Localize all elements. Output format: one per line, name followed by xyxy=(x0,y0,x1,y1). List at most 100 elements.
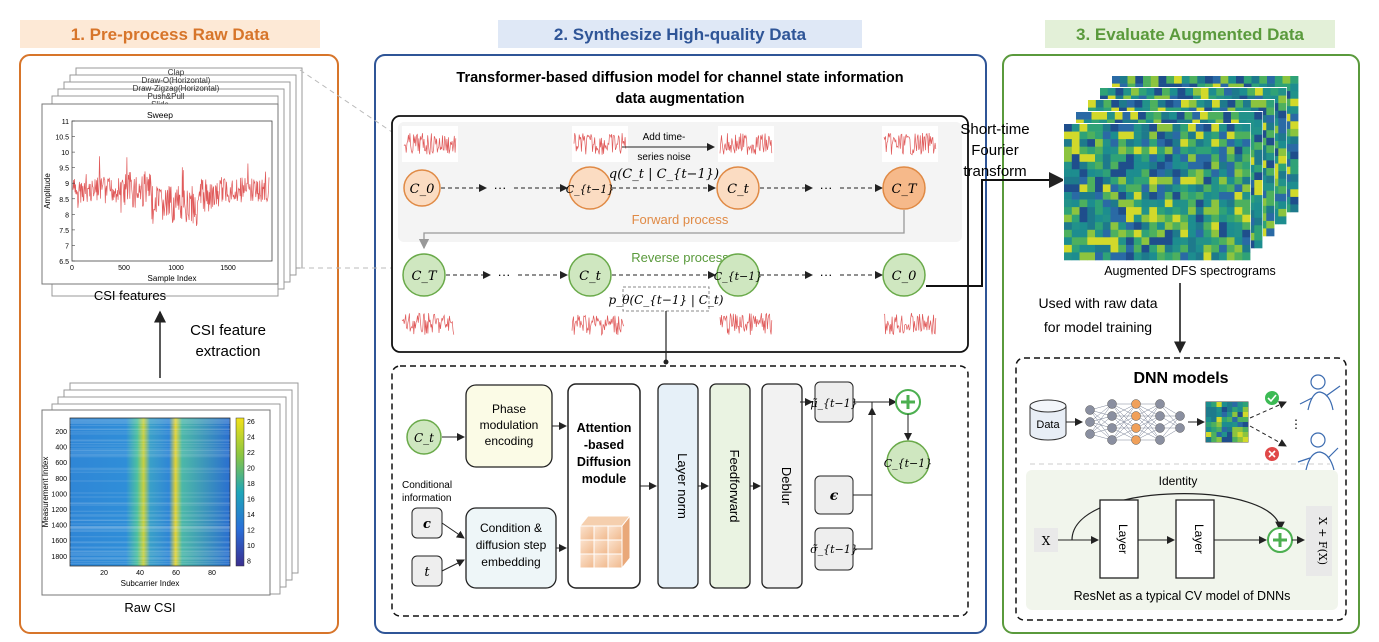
person-gesture-icon-2 xyxy=(1297,432,1339,471)
svg-text:C_t: C_t xyxy=(579,269,601,284)
extraction-label-line1: CSI feature xyxy=(190,322,266,339)
panel3-frame xyxy=(1002,54,1360,634)
svg-text:Deblur: Deblur xyxy=(779,467,794,506)
svg-text:Phase: Phase xyxy=(492,402,526,416)
forward-node-ct xyxy=(716,166,760,210)
network-detail-box xyxy=(391,365,969,617)
skip-connection xyxy=(1071,493,1285,541)
add-noise-label-line2: series noise xyxy=(637,152,691,163)
stft-label-line2: Fourier xyxy=(971,142,1019,159)
heatmap-ytick-label: 600 xyxy=(55,460,67,467)
svg-text:···: ··· xyxy=(820,180,833,195)
forward-node-ct-minus-1 xyxy=(568,166,612,210)
svg-text:Layer: Layer xyxy=(1192,524,1206,554)
svg-text:C_T: C_T xyxy=(891,182,917,197)
heatmap-ytick-label: 1400 xyxy=(51,523,67,530)
svg-text:encoding: encoding xyxy=(485,434,534,448)
signal-xtick-label: 1000 xyxy=(168,265,184,272)
resnet-output xyxy=(1306,506,1332,576)
heatmap-ytick-label: 800 xyxy=(55,476,67,483)
svg-text:diffusion step: diffusion step xyxy=(476,538,547,552)
section2-title-bg xyxy=(498,20,862,48)
signal-xtick-label: 500 xyxy=(118,265,130,272)
colorbar-tick-label: 24 xyxy=(247,435,255,442)
stack-label-draw-zigzag: Draw-Zigzag(Horizontal) xyxy=(133,84,220,93)
svg-text:modulation: modulation xyxy=(480,418,539,432)
svg-text:Layer: Layer xyxy=(1116,524,1130,554)
reverse-node-ct xyxy=(568,253,612,297)
csi-features-caption: CSI features xyxy=(94,288,167,303)
network-output-ct-minus-1 xyxy=(886,440,930,484)
svg-text:···: ··· xyxy=(820,267,833,282)
check-icon xyxy=(1265,391,1279,405)
reverse-node-ct-minus-1 xyxy=(716,253,760,297)
heatmap-xtick-label: 80 xyxy=(208,570,216,577)
forward-process-area xyxy=(398,122,962,242)
training-note-line1: Used with raw data xyxy=(1038,295,1157,311)
resnet-layer-2 xyxy=(1175,499,1215,579)
svg-text:embedding: embedding xyxy=(481,555,540,569)
svg-text:Attention: Attention xyxy=(577,421,632,435)
identity-label: Identity xyxy=(1159,474,1198,488)
signal-plot-title: Sweep xyxy=(147,110,173,120)
signal-line xyxy=(72,156,270,226)
signal-ytick-label: 8.5 xyxy=(59,197,69,204)
heatmap-xticks: 20 40 60 80 xyxy=(100,570,216,577)
raw-csi-caption: Raw CSI xyxy=(124,600,175,615)
stft-arrow xyxy=(926,172,1065,287)
svg-text:c: c xyxy=(423,517,431,532)
forward-node-c0 xyxy=(403,169,441,207)
panel2-title-line1: Transformer-based diffusion model for ch… xyxy=(456,70,903,86)
signal-ytick-label: 7 xyxy=(65,243,69,250)
colorbar-tick-label: 8 xyxy=(247,559,251,566)
forward-to-reverse-connector xyxy=(418,210,905,250)
data-label: Data xyxy=(1036,419,1060,431)
database-icon xyxy=(1029,399,1067,441)
heatmap-ytick-label: 400 xyxy=(55,445,67,452)
svg-text:ϵ: ϵ xyxy=(830,488,839,504)
signal-xlabel: Sample Index xyxy=(148,274,197,283)
add-noise-label-line1: Add time- xyxy=(643,132,686,143)
section2-title: 2. Synthesize High-quality Data xyxy=(554,25,807,44)
reverse-node-cT xyxy=(402,253,446,297)
svg-text:Condition &: Condition & xyxy=(480,521,542,535)
heatmap-xlabel: Subcarrier Index xyxy=(121,579,180,588)
heatmap-ytick-label: 200 xyxy=(55,429,67,436)
dfs-spectrogram xyxy=(1063,123,1251,261)
signal-ytick-label: 9.5 xyxy=(59,166,69,173)
svg-text:μ̃_{t−1}: μ̃_{t−1} xyxy=(810,397,857,410)
forward-process-label: Forward process xyxy=(632,212,729,227)
dnn-models-box xyxy=(1015,357,1347,621)
svg-text:C_0: C_0 xyxy=(892,269,917,284)
heatmap-xtick-label: 20 xyxy=(100,570,108,577)
svg-text:t: t xyxy=(424,565,430,580)
noisy-signal-thumbnail xyxy=(570,306,626,342)
panel2-frame xyxy=(374,54,987,634)
deblur-block xyxy=(761,383,803,589)
colorbar-tick-label: 26 xyxy=(247,419,255,426)
colorbar-tick-label: 14 xyxy=(247,512,255,519)
extraction-label-line2: extraction xyxy=(195,343,260,360)
conditional-info-label-line1: Conditional xyxy=(402,480,452,491)
svg-text:X: X xyxy=(1042,534,1051,548)
ellipsis: ··· xyxy=(494,180,507,195)
dnn-title: DNN models xyxy=(1133,370,1228,387)
heatmap-ylabel: Measurement Index xyxy=(41,457,50,528)
forward-chain: C_0 ··· C_{t−1} C_t ··· C_T xyxy=(403,166,926,210)
panel1-frame xyxy=(19,54,339,634)
heatmap-xtick-label: 60 xyxy=(172,570,180,577)
svg-text:C_{t−1}: C_{t−1} xyxy=(884,457,933,470)
noise-combine-connector xyxy=(853,494,873,550)
cube-icon xyxy=(578,514,632,570)
heatmap-xtick-label: 40 xyxy=(136,570,144,577)
signal-ytick-label: 8 xyxy=(65,212,69,219)
svg-text:C_t: C_t xyxy=(727,182,749,197)
p-formula: p_θ(C_{t−1} | C_t) xyxy=(609,293,724,307)
dfs-spectrogram-stack xyxy=(1063,75,1299,261)
svg-text:C_{t−1}: C_{t−1} xyxy=(714,270,763,283)
svg-text:⋮: ⋮ xyxy=(1290,417,1302,431)
signal-ytick-label: 7.5 xyxy=(59,228,69,235)
